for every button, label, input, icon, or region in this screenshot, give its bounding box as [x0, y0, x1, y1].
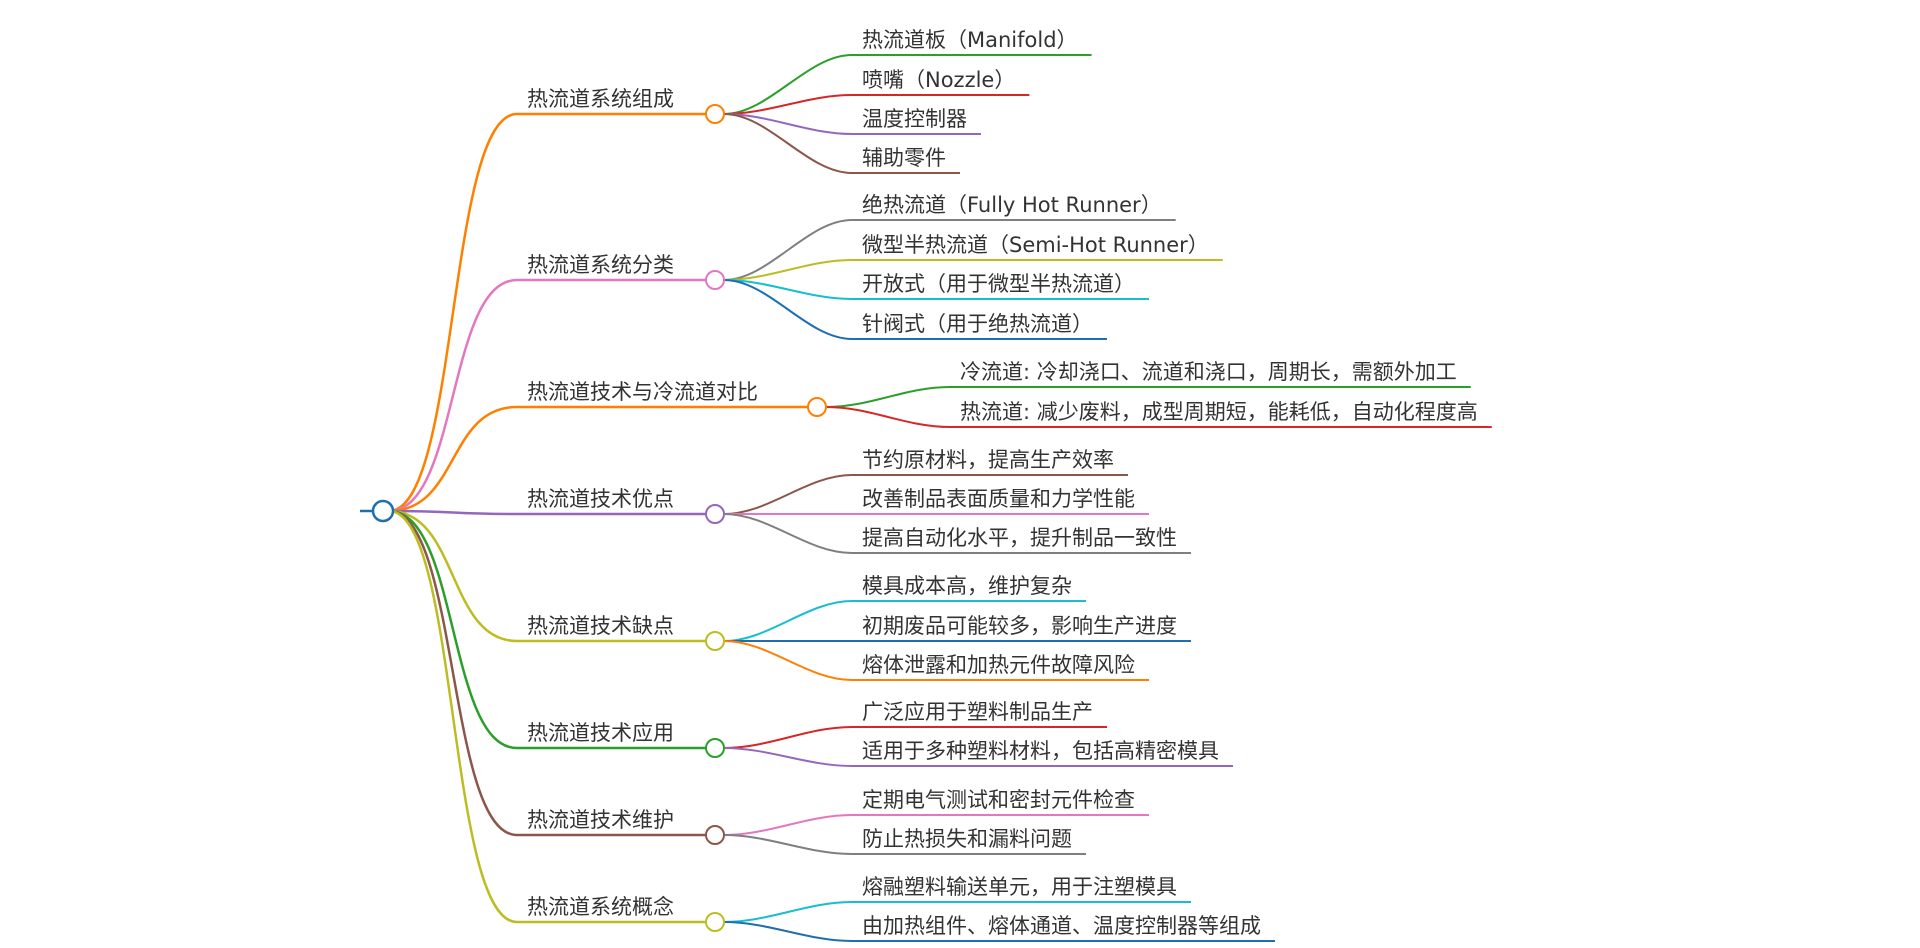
child-connector: [723, 94, 853, 115]
child-label: 热流道: 减少废料，成型周期短，能耗低，自动化程度高: [960, 400, 1478, 424]
child-label: 开放式（用于微型半热流道）: [862, 272, 1135, 296]
child-connector: [723, 901, 853, 923]
child-label: 热流道板（Manifold）: [862, 28, 1078, 52]
branch-node-circle[interactable]: [705, 912, 725, 932]
child-connector: [723, 834, 853, 855]
nodes-layer: 热流道系统组成 热流道板（Manifold） 喷嘴（Nozzle） 温度控制器辅助零件…: [371, 28, 1478, 938]
child-connector: [723, 113, 853, 135]
child-connector: [723, 513, 853, 554]
child-connector: [723, 600, 853, 642]
child-connector: [723, 219, 853, 281]
child-label: 防止热损失和漏料问题: [862, 827, 1072, 851]
child-connector: [723, 921, 853, 942]
branch-node-circle[interactable]: [705, 825, 725, 845]
branch-connector: [388, 509, 706, 924]
child-connector: [723, 259, 853, 281]
branch-label: 热流道技术应用: [527, 721, 674, 745]
branch-connector: [388, 509, 706, 837]
branch-node-circle[interactable]: [705, 738, 725, 758]
branch-label: 热流道技术与冷流道对比: [527, 380, 758, 404]
child-label: 广泛应用于塑料制品生产: [862, 700, 1093, 724]
child-label: 提高自动化水平，提升制品一致性: [862, 526, 1177, 550]
branch-label: 热流道技术维护: [527, 808, 674, 832]
child-connector: [723, 54, 853, 115]
branch-connector: [388, 112, 706, 513]
child-label: 节约原材料，提高生产效率: [862, 448, 1114, 472]
branch-label: 热流道系统组成: [527, 87, 674, 111]
child-label: 初期废品可能较多，影响生产进度: [862, 614, 1177, 638]
child-label: 辅助零件: [862, 146, 946, 170]
child-label: 改善制品表面质量和力学性能: [862, 487, 1135, 511]
branch-node-circle[interactable]: [807, 397, 827, 417]
child-label: 适用于多种塑料材料，包括高精密模具: [862, 739, 1219, 763]
child-connector: [723, 726, 853, 749]
branch-node-circle[interactable]: [705, 631, 725, 651]
child-label: 温度控制器: [862, 107, 967, 131]
edges-layer: [360, 54, 1492, 942]
branch-connector: [388, 405, 808, 513]
child-connector: [723, 747, 853, 767]
branch-connector: [388, 509, 706, 516]
branch-label: 热流道技术缺点: [527, 614, 674, 638]
child-label: 针阀式（用于绝热流道）: [862, 312, 1093, 336]
branch-connector: [388, 509, 706, 643]
branch-node-circle[interactable]: [705, 504, 725, 524]
child-label: 喷嘴（Nozzle）: [862, 68, 1015, 92]
child-connector: [723, 474, 853, 515]
branch-label: 热流道系统分类: [527, 253, 674, 277]
child-connector: [723, 814, 853, 836]
child-connector: [723, 279, 853, 300]
child-label: 绝热流道（Fully Hot Runner）: [862, 193, 1162, 217]
child-connector: [723, 640, 853, 681]
branch-connector: [388, 509, 706, 750]
child-connector: [723, 113, 853, 174]
branch-node-circle[interactable]: [705, 270, 725, 290]
child-connector: [825, 406, 951, 428]
child-label: 熔融塑料输送单元，用于注塑模具: [862, 875, 1177, 899]
branch-connector: [388, 278, 706, 513]
child-label: 由加热组件、熔体通道、温度控制器等组成: [862, 914, 1261, 938]
child-label: 熔体泄露和加热元件故障风险: [862, 653, 1135, 677]
branch-node-circle[interactable]: [705, 104, 725, 124]
branch-label: 热流道系统概念: [527, 895, 674, 919]
child-label: 冷流道: 冷却浇口、流道和浇口，周期长，需额外加工: [960, 360, 1457, 384]
branch-label: 热流道技术优点: [527, 487, 674, 511]
child-connector: [825, 386, 951, 408]
root-node-circle[interactable]: [371, 499, 395, 523]
child-label: 微型半热流道（Semi-Hot Runner）: [862, 233, 1209, 257]
child-connector: [723, 279, 853, 340]
child-label: 模具成本高，维护复杂: [862, 574, 1072, 598]
child-label: 定期电气测试和密封元件检查: [862, 788, 1135, 812]
